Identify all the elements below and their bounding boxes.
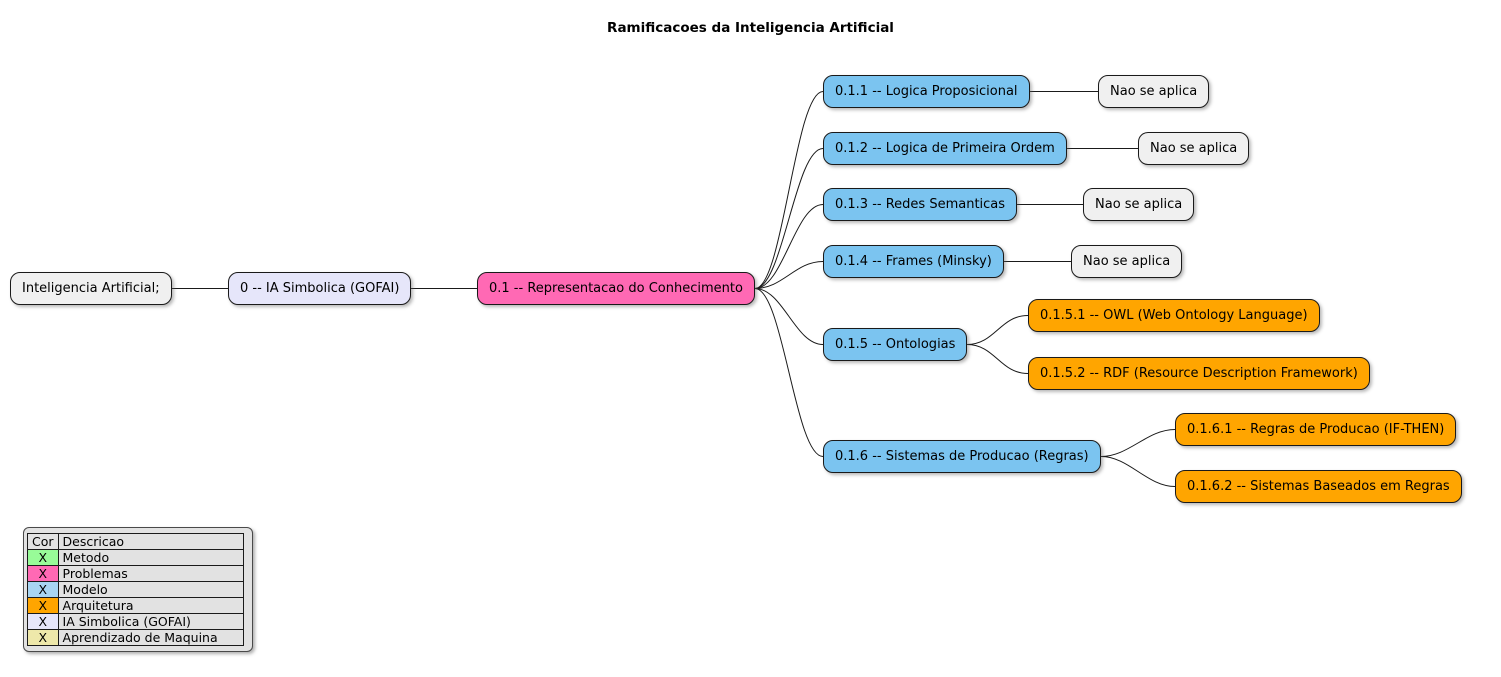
edge-n01-n014 — [754, 261, 824, 289]
node-n0151: 0.1.5.1 -- OWL (Web Ontology Language) — [1028, 299, 1320, 332]
edge-n015-n0151 — [966, 315, 1029, 345]
node-na2: Nao se aplica — [1138, 132, 1250, 165]
edge-n015-n0152 — [966, 344, 1029, 374]
legend-description: Metodo — [57, 549, 244, 566]
node-na3: Nao se aplica — [1083, 188, 1195, 221]
node-root: Inteligencia Artificial; — [10, 272, 172, 305]
legend-color-swatch: X — [27, 581, 59, 598]
legend-color-swatch: X — [27, 565, 59, 582]
legend-color-swatch: X — [27, 549, 59, 566]
legend-header-row: Cor Descricao — [27, 533, 244, 550]
legend-description: IA Simbolica (GOFAI) — [57, 613, 244, 630]
edge-n01-n011 — [754, 91, 824, 289]
node-n0162: 0.1.6.2 -- Sistemas Baseados em Regras — [1175, 470, 1462, 503]
edge-n016-n0161 — [1100, 429, 1176, 457]
node-n01: 0.1 -- Representacao do Conhecimento — [477, 272, 755, 305]
legend-description: Arquitetura — [57, 597, 244, 614]
legend-header-color: Cor — [27, 533, 59, 550]
legend-description: Problemas — [57, 565, 244, 582]
node-na1: Nao se aplica — [1098, 75, 1210, 108]
legend-color-swatch: X — [27, 597, 59, 614]
node-n011: 0.1.1 -- Logica Proposicional — [823, 75, 1030, 108]
edge-n01-n013 — [754, 204, 824, 289]
legend-color-swatch: X — [27, 613, 59, 630]
node-n012: 0.1.2 -- Logica de Primeira Ordem — [823, 132, 1067, 165]
legend-header-description: Descricao — [57, 533, 244, 550]
node-n013: 0.1.3 -- Redes Semanticas — [823, 188, 1018, 221]
node-n014: 0.1.4 -- Frames (Minsky) — [823, 245, 1004, 278]
node-n0: 0 -- IA Simbolica (GOFAI) — [228, 272, 412, 305]
edge-n01-n016 — [754, 288, 824, 457]
diagram-title: Ramificacoes da Inteligencia Artificial — [607, 20, 894, 36]
legend-description: Aprendizado de Maquina — [57, 629, 244, 646]
node-n015: 0.1.5 -- Ontologias — [823, 328, 968, 361]
legend-description: Modelo — [57, 581, 244, 598]
node-na4: Nao se aplica — [1071, 245, 1183, 278]
edge-n01-n012 — [754, 148, 824, 289]
node-n0161: 0.1.6.1 -- Regras de Producao (IF-THEN) — [1175, 413, 1457, 446]
edge-n016-n0162 — [1100, 456, 1176, 487]
node-n016: 0.1.6 -- Sistemas de Producao (Regras) — [823, 440, 1101, 473]
legend-color-swatch: X — [27, 629, 59, 646]
edge-n01-n015 — [754, 288, 824, 345]
node-n0152: 0.1.5.2 -- RDF (Resource Description Fra… — [1028, 357, 1370, 390]
